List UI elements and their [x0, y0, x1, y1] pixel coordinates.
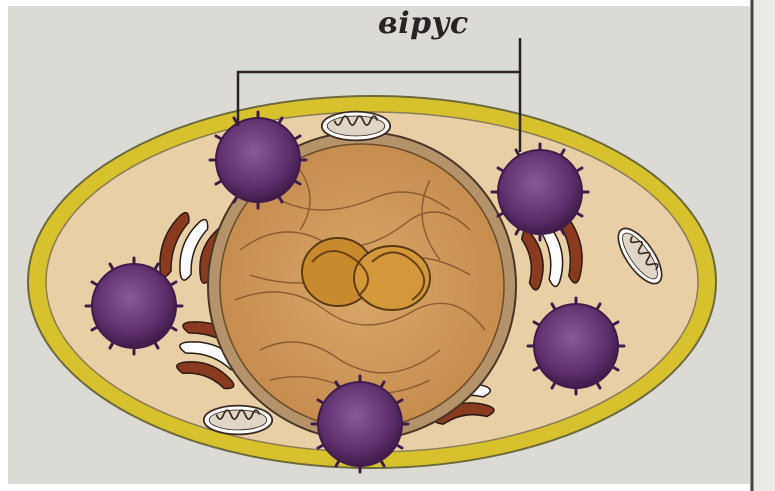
mitochondrion-top [322, 112, 390, 141]
mitochondrion-bottom-left [204, 406, 272, 435]
page-edge-strip [750, 0, 775, 491]
virus-label: вірус [378, 6, 469, 41]
